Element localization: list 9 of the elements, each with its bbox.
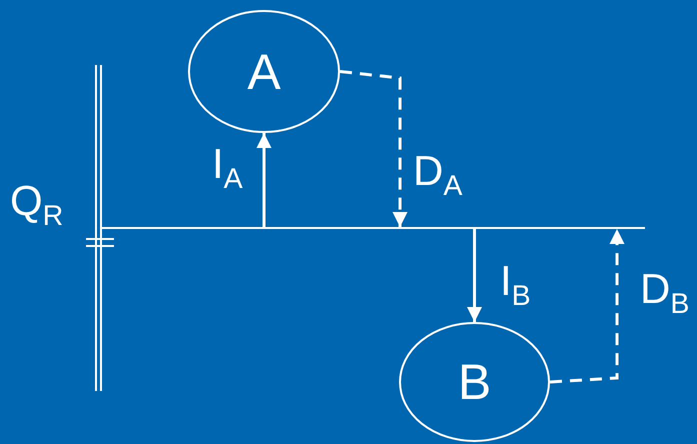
dashed-arrow bbox=[340, 70, 408, 227]
dashed-arrow bbox=[550, 229, 624, 384]
node-label: B bbox=[458, 357, 492, 407]
arrow bbox=[256, 133, 272, 227]
node-label: A bbox=[247, 46, 281, 96]
ellipse-node bbox=[188, 10, 340, 133]
bus-line bbox=[100, 227, 645, 229]
ellipse-node bbox=[399, 322, 550, 442]
arrow bbox=[467, 229, 482, 322]
